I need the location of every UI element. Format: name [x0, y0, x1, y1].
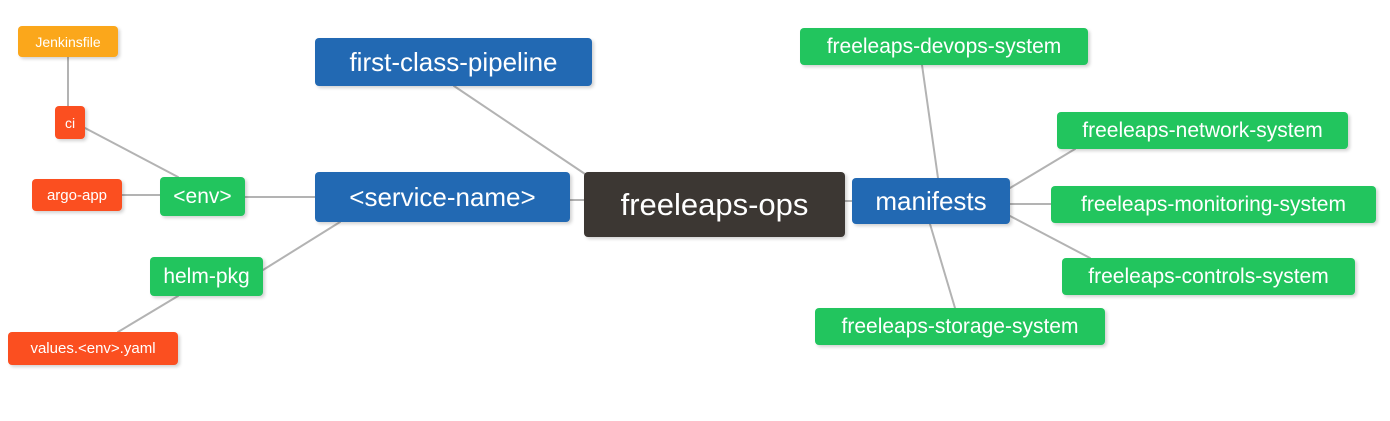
edge-manifests-to-freeleaps-devops-system: [921, 64, 939, 179]
node-label-freeleaps-controls-system: freeleaps-controls-system: [1088, 265, 1329, 288]
edge-helm-pkg-to-values-yaml: [117, 295, 179, 333]
edge-env-to-ci: [84, 127, 179, 178]
node-values-yaml[interactable]: values.<env>.yaml: [8, 332, 178, 365]
node-label-helm-pkg: helm-pkg: [163, 265, 250, 288]
node-freeleaps-ops[interactable]: freeleaps-ops: [584, 172, 845, 237]
node-label-argo-app: argo-app: [46, 186, 108, 204]
node-argo-app[interactable]: argo-app: [32, 179, 122, 211]
node-label-freeleaps-monitoring-system: freeleaps-monitoring-system: [1081, 193, 1346, 216]
node-manifests[interactable]: manifests: [852, 178, 1010, 224]
node-service-name[interactable]: <service-name>: [315, 172, 570, 222]
node-label-jenkinsfile: Jenkinsfile: [35, 33, 101, 50]
node-label-freeleaps-ops: freeleaps-ops: [620, 187, 809, 222]
node-label-ci: ci: [64, 114, 76, 131]
edge-service-name-to-helm-pkg: [262, 221, 341, 271]
edge-manifests-to-freeleaps-network-system: [1009, 148, 1076, 189]
node-label-service-name: <service-name>: [349, 182, 536, 212]
node-label-values-yaml: values.<env>.yaml: [30, 340, 156, 357]
node-freeleaps-monitoring-system[interactable]: freeleaps-monitoring-system: [1051, 186, 1376, 223]
node-freeleaps-devops-system[interactable]: freeleaps-devops-system: [800, 28, 1088, 65]
node-freeleaps-network-system[interactable]: freeleaps-network-system: [1057, 112, 1348, 149]
node-first-class-pipeline[interactable]: first-class-pipeline: [315, 38, 592, 86]
edge-manifests-to-freeleaps-storage-system: [929, 223, 956, 309]
node-freeleaps-storage-system[interactable]: freeleaps-storage-system: [815, 308, 1105, 345]
node-label-freeleaps-storage-system: freeleaps-storage-system: [841, 315, 1079, 338]
node-label-env: <env>: [173, 185, 232, 208]
node-ci[interactable]: ci: [55, 106, 85, 139]
node-label-manifests: manifests: [875, 186, 987, 216]
node-helm-pkg[interactable]: helm-pkg: [150, 257, 263, 296]
node-label-first-class-pipeline: first-class-pipeline: [349, 47, 558, 77]
node-freeleaps-controls-system[interactable]: freeleaps-controls-system: [1062, 258, 1355, 295]
node-label-freeleaps-devops-system: freeleaps-devops-system: [826, 35, 1062, 58]
node-jenkinsfile[interactable]: Jenkinsfile: [18, 26, 118, 57]
edge-freeleaps-ops-to-first-class-pipeline: [453, 85, 592, 179]
node-env[interactable]: <env>: [160, 177, 245, 216]
node-label-freeleaps-network-system: freeleaps-network-system: [1082, 119, 1323, 142]
